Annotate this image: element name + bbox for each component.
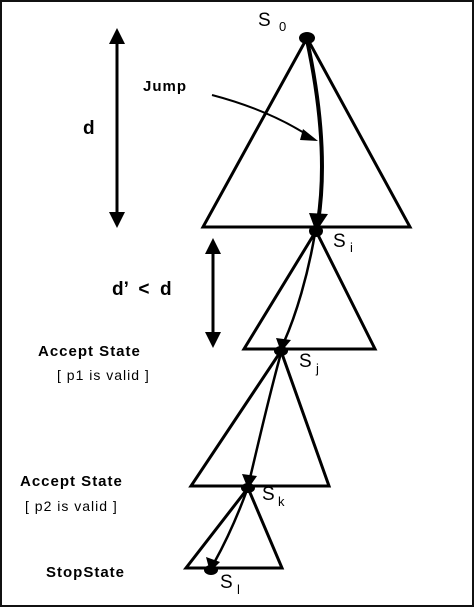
state-dot-si [309, 225, 323, 237]
svg-text:S: S [220, 572, 233, 593]
jump-path-sj-sk-arrowhead [242, 474, 257, 489]
state-label-si: S i [333, 231, 353, 255]
triangle-level-0 [200, 34, 413, 229]
svg-text:S: S [299, 351, 312, 372]
state-dot-sl [204, 565, 218, 575]
jump-path-si-sj [282, 232, 317, 343]
jump-pointer-arrowhead [300, 129, 318, 141]
d-arrow-top-head [109, 28, 125, 44]
svg-text:S: S [258, 10, 271, 31]
state-label-sk: S k [262, 484, 285, 509]
svg-text:0: 0 [279, 19, 286, 34]
svg-text:l: l [237, 582, 240, 597]
svg-text:S: S [262, 484, 275, 505]
jump-pointer-arrow [211, 94, 313, 139]
d-arrow-bottom-head [109, 212, 125, 228]
svg-text:S: S [333, 231, 346, 252]
state-dot-s0 [299, 32, 315, 44]
state-label-sj: S j [299, 351, 319, 376]
p1-valid-label: [ p1 is valid ] [57, 367, 150, 383]
jump-path-s0-si-arrowhead [309, 213, 328, 232]
state-label-s0: S 0 [258, 10, 286, 34]
d-label: d [83, 118, 95, 139]
d-prime-arrow-top-head [205, 238, 221, 254]
stop-state-label: StopState [46, 564, 125, 581]
d-prime-lt-d-label: d’ < d [112, 279, 172, 300]
jump-label: Jump [143, 78, 187, 95]
state-dot-sk [241, 483, 255, 493]
triangle-level-i [241, 227, 378, 351]
d-prime-arrow-bottom-head [205, 332, 221, 348]
state-dot-sj [274, 346, 288, 356]
accept-state-label-1: Accept State [38, 343, 141, 360]
svg-text:i: i [350, 240, 353, 255]
p2-valid-label: [ p2 is valid ] [25, 498, 118, 514]
svg-text:j: j [315, 361, 319, 376]
triangle-level-k [182, 485, 285, 570]
jump-path-sj-sk [248, 352, 283, 479]
triangle-level-j [188, 347, 332, 488]
accept-state-label-2: Accept State [20, 473, 123, 490]
svg-text:k: k [278, 494, 285, 509]
jump-path-sk-sl [212, 489, 249, 564]
jump-path-s0-si [305, 39, 325, 223]
state-label-sl: S l [220, 572, 240, 597]
